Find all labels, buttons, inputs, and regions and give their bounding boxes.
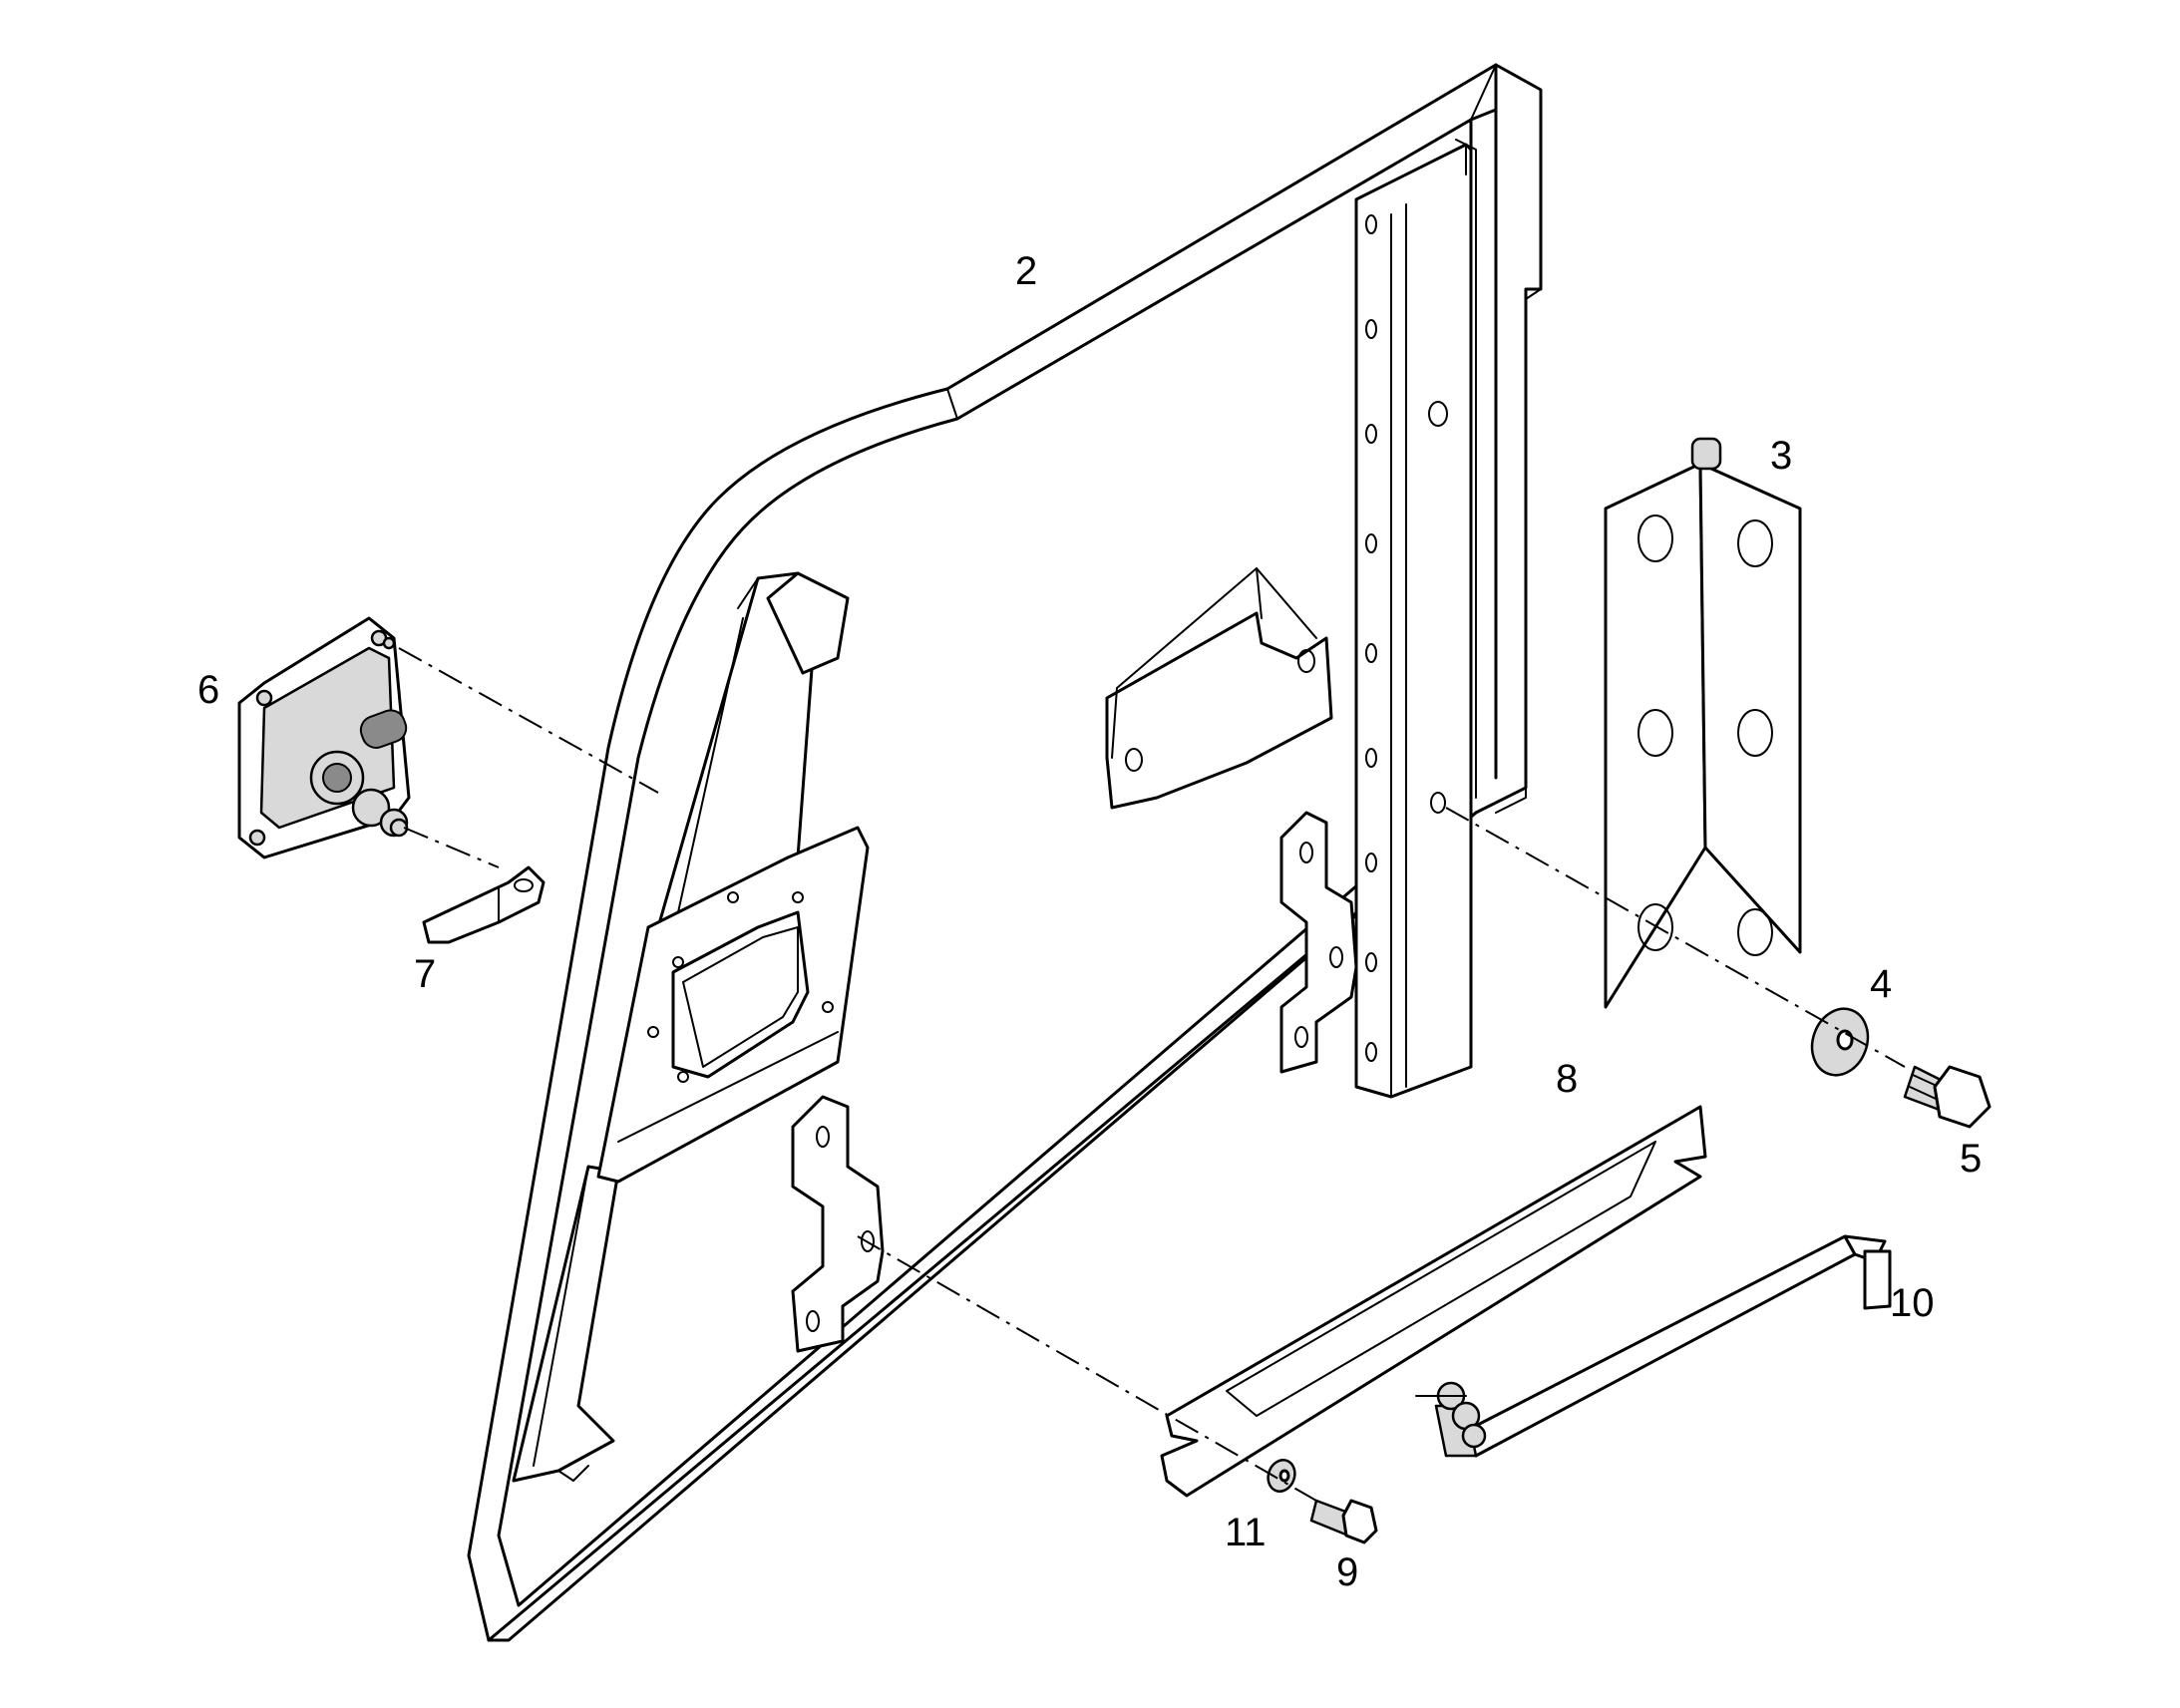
rod-icon (1415, 1234, 1892, 1458)
callout-10: 10 (1890, 1281, 1935, 1325)
callout-6: 6 (197, 668, 219, 712)
callout-11: 11 (1225, 1511, 1267, 1554)
hinge-icon (1604, 437, 1802, 1009)
callout-7: 7 (414, 952, 436, 996)
callout-3: 3 (1770, 434, 1792, 478)
cam-icon (422, 865, 545, 944)
strap-icon (1160, 1105, 1707, 1498)
bolt-icon (1309, 1499, 1378, 1544)
callout-2: 2 (1015, 249, 1037, 293)
callout-8: 8 (1556, 1057, 1578, 1101)
door-panel-icon (467, 63, 1543, 1642)
callout-9: 9 (1336, 1550, 1358, 1594)
callout-5: 5 (1960, 1137, 1982, 1181)
washer-icon (1810, 1007, 1870, 1077)
latch-icon (237, 616, 411, 859)
assembly-leader-lines (398, 647, 1906, 1502)
callout-4: 4 (1870, 962, 1892, 1006)
bolt-icon (1903, 1065, 1992, 1129)
callout-labels: 2 3 4 5 6 7 8 9 10 11 (197, 249, 1982, 1594)
washer-icon (1267, 1459, 1296, 1493)
rail-holes (1365, 214, 1448, 1062)
